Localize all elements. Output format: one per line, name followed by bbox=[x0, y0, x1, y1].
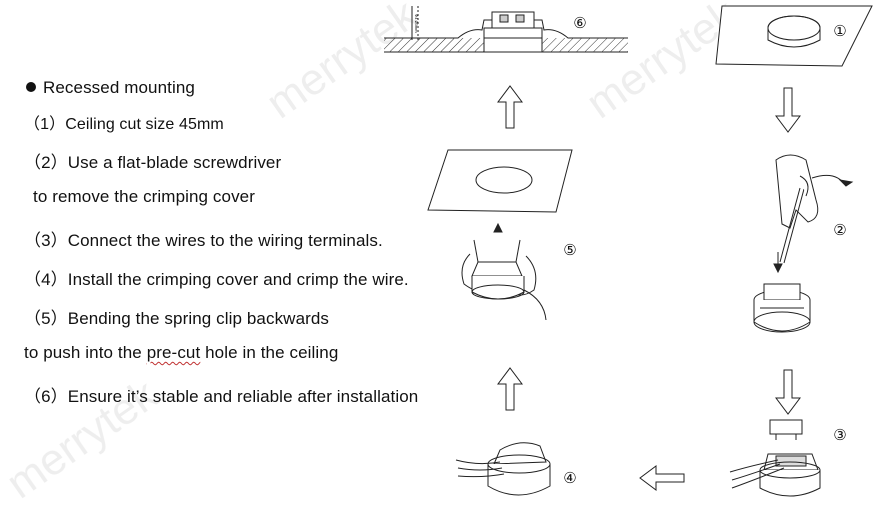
heading-text: Recessed mounting bbox=[43, 78, 195, 97]
instruction-line-4: （3）Connect the wires to the wiring termi… bbox=[24, 231, 383, 250]
step-number-4: ④ bbox=[563, 469, 577, 487]
step-number-5: ⑤ bbox=[563, 241, 577, 259]
step3-wiring-illustration bbox=[729, 419, 821, 497]
bullet-icon bbox=[26, 82, 36, 92]
arrow-up-2 bbox=[497, 85, 523, 129]
instruction-line-2: （2）Use a flat-blade screwdriver bbox=[24, 153, 282, 172]
instruction-line-7: to push into the pre-cut hole in the cei… bbox=[24, 343, 338, 363]
svg-text:merrytek: merrytek bbox=[0, 369, 167, 508]
step5-spring-clip-illustration bbox=[461, 222, 547, 321]
instruction-line-7-part-a: to push into the bbox=[24, 343, 147, 362]
step-number-6: ⑥ bbox=[573, 14, 587, 32]
step2-screwdriver-illustration bbox=[753, 154, 854, 333]
arrow-up-1 bbox=[497, 367, 523, 411]
arrow-down-2 bbox=[775, 369, 801, 415]
instruction-line-3: to remove the crimping cover bbox=[33, 187, 255, 206]
instruction-line-5: （4）Install the crimping cover and crimp … bbox=[24, 270, 409, 289]
dimension-label: Φ4 Ø3mm bbox=[414, 14, 419, 33]
instruction-line-6: （5）Bending the spring clip backwards bbox=[24, 309, 330, 328]
instruction-line-8: （6）Ensure it’s stable and reliable after… bbox=[24, 387, 419, 406]
arrow-left bbox=[639, 465, 685, 491]
step-number-1: ① bbox=[833, 22, 847, 40]
spellcheck-word: pre-cut bbox=[146, 343, 201, 362]
heading-recessed-mounting: Recessed mounting bbox=[26, 78, 195, 98]
step6-installed-section bbox=[384, 6, 628, 53]
arrow-down-1 bbox=[775, 87, 801, 133]
svg-text:merrytek: merrytek bbox=[258, 0, 427, 128]
step-number-3: ③ bbox=[833, 426, 847, 444]
watermark-graphic: merrytek merrytek merrytek bbox=[0, 0, 747, 508]
step1-ceiling-panel bbox=[715, 5, 873, 67]
instruction-line-1: （1）Ceiling cut size 45mm bbox=[24, 116, 224, 133]
instruction-line-7-part-c: hole in the ceiling bbox=[200, 343, 339, 362]
step-number-2: ② bbox=[833, 221, 847, 239]
step5-ceiling-panel bbox=[427, 149, 573, 213]
step4-cover-illustration bbox=[455, 442, 551, 496]
